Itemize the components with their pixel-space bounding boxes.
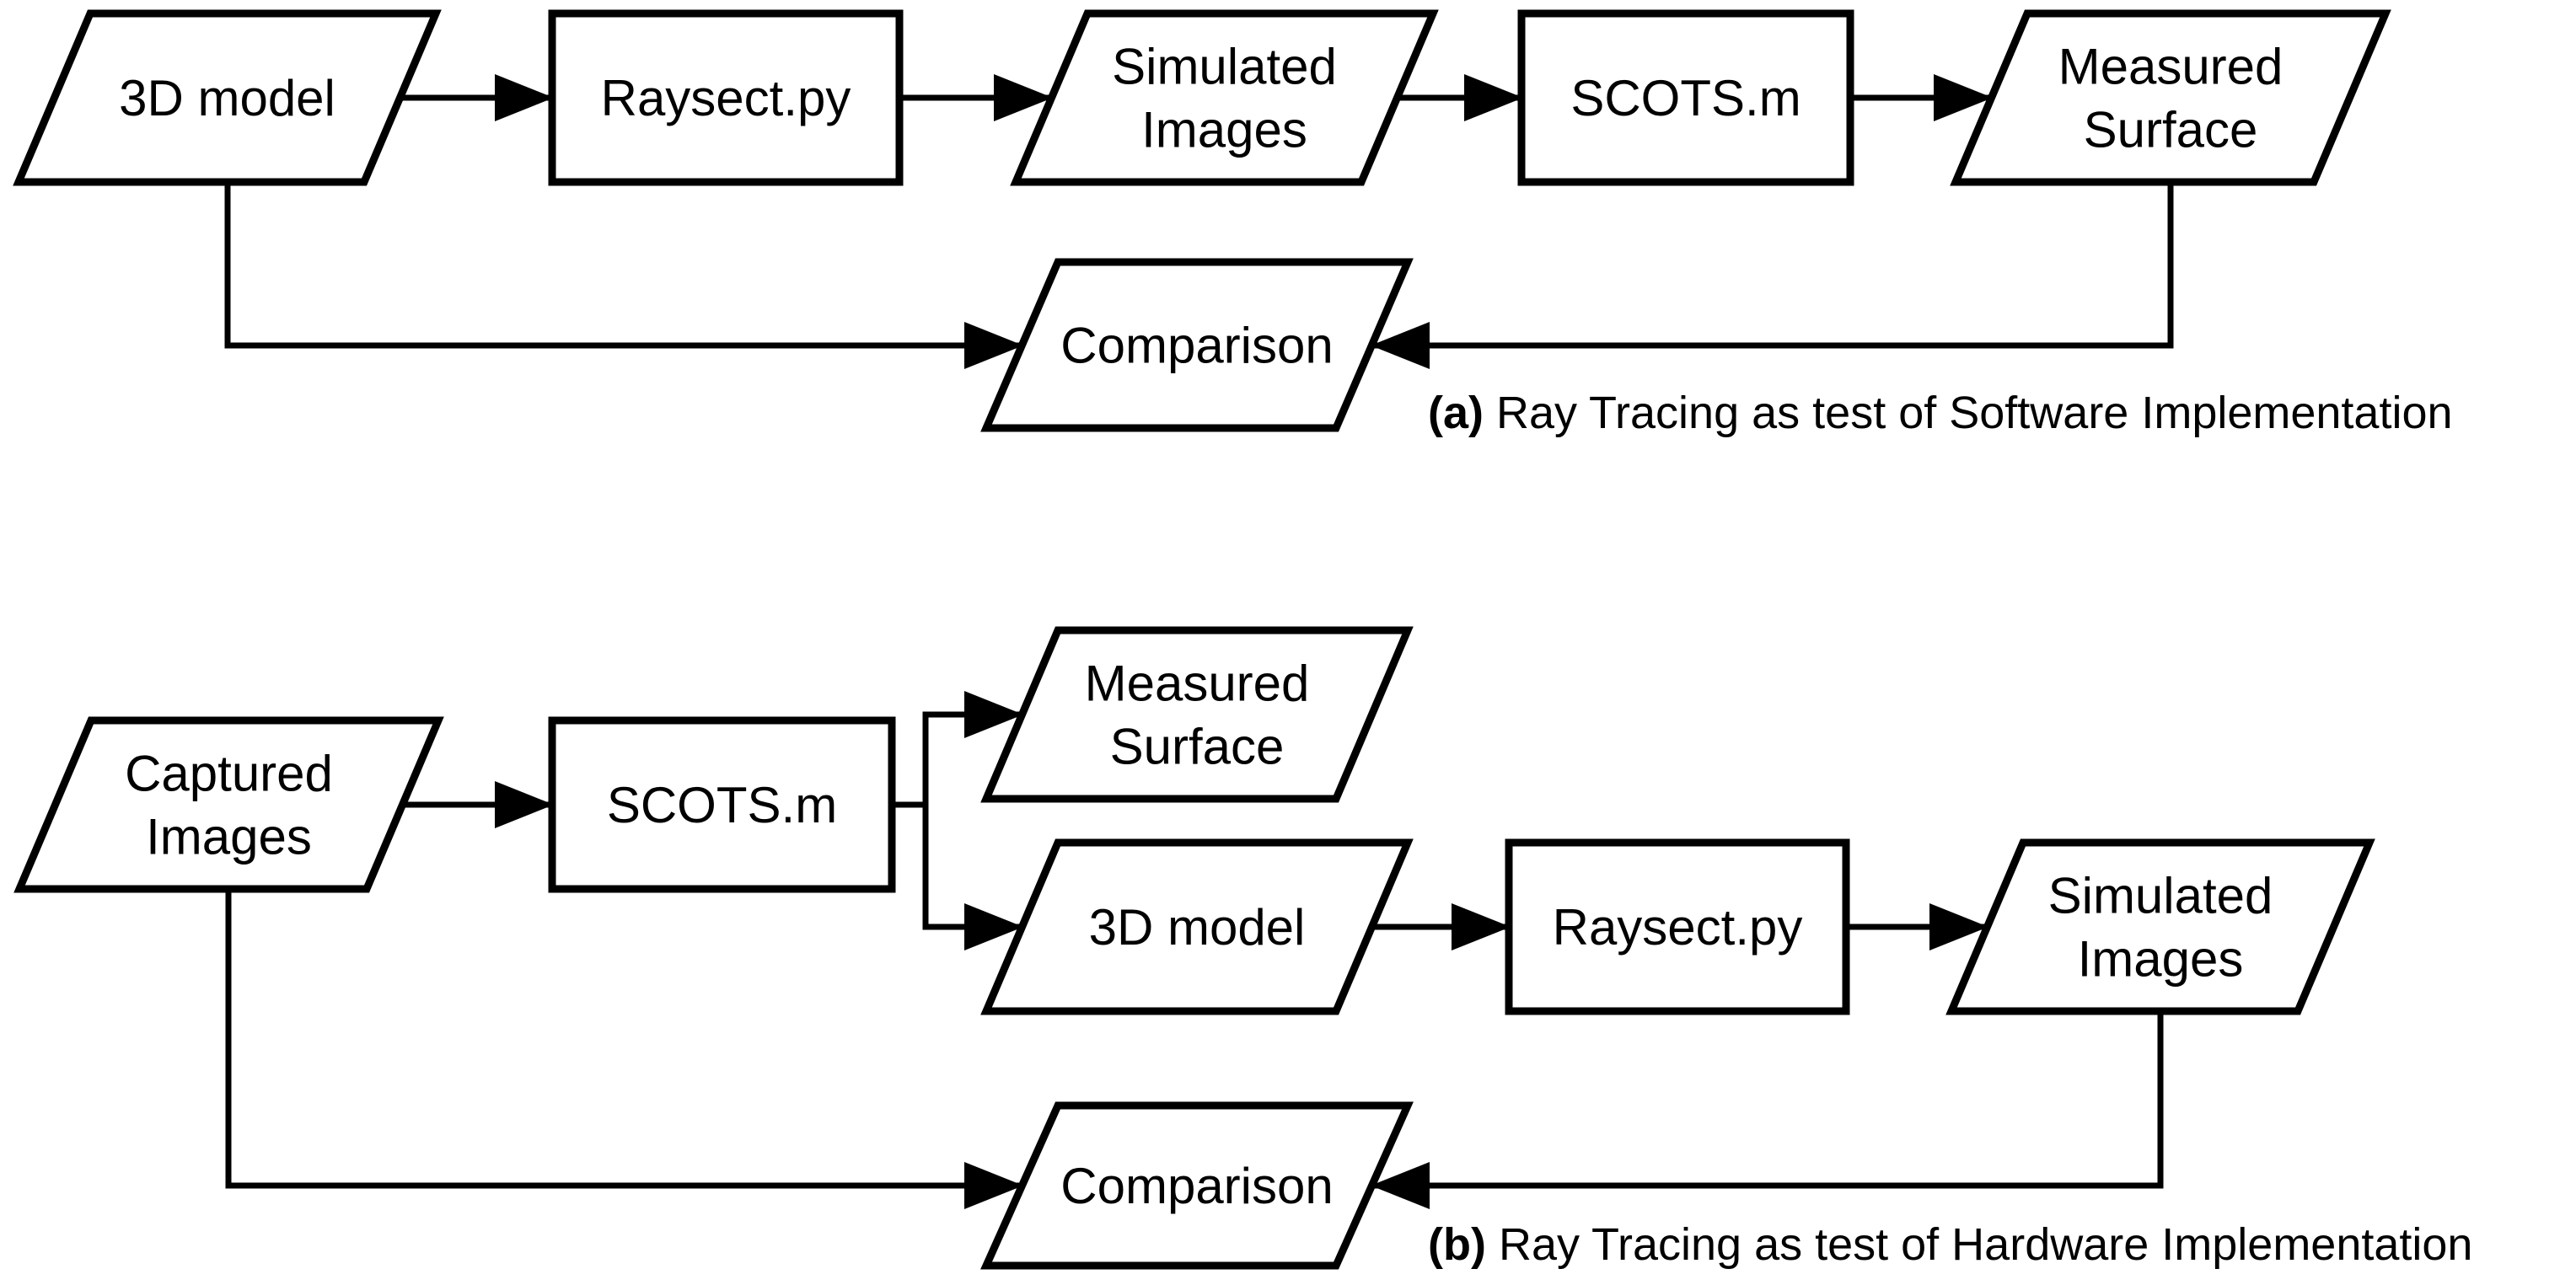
edge-b-scots-to-measured-surface (892, 691, 1023, 808)
edge-b-scots-to-3d-model (922, 805, 1023, 950)
node-label: SCOTS.m (1570, 70, 1801, 126)
data-parallelogram-shape (1945, 838, 2375, 1015)
node-a-scots: SCOTS.m (1517, 9, 1854, 186)
node-label: SCOTS.m (607, 777, 837, 833)
edge-b-captured-images-to-comparison (225, 889, 1023, 1209)
edge-b-simulated-images-to-comparison (1371, 1011, 2164, 1209)
node-a-raysect: Raysect.py (548, 9, 904, 186)
process-box-shape (548, 716, 896, 893)
data-parallelogram-shape (980, 626, 1414, 803)
caption-b: (b)Ray Tracing as test of Hardware Imple… (1428, 1219, 2472, 1270)
node-label: Comparison (1060, 318, 1333, 374)
data-parallelogram-shape (980, 1101, 1414, 1270)
data-parallelogram-shape (1950, 9, 2391, 186)
data-parallelogram-shape (1010, 9, 1439, 186)
data-parallelogram-shape (13, 716, 444, 893)
data-parallelogram-shape (13, 9, 442, 186)
node-label: Comparison (1060, 1158, 1333, 1214)
node-label: 3D model (119, 70, 335, 126)
caption-a: (a)Ray Tracing as test of Software Imple… (1428, 388, 2453, 438)
data-parallelogram-shape (980, 258, 1414, 432)
data-parallelogram-shape (980, 838, 1414, 1015)
process-box-shape (1505, 838, 1850, 1015)
node-label: 3D model (1089, 899, 1306, 956)
node-a-3d-model: 3D model (13, 9, 442, 186)
node-b-comparison: Comparison (980, 1101, 1414, 1270)
node-label: Raysect.py (601, 70, 851, 126)
node-b-scots: SCOTS.m (548, 716, 896, 893)
edge-a-measured-surface-to-comparison (1371, 182, 2174, 369)
node-label: Raysect.py (1553, 899, 1803, 956)
process-box-shape (548, 9, 904, 186)
process-box-shape (1517, 9, 1854, 186)
node-a-comparison: Comparison (980, 258, 1414, 432)
node-b-3d-model: 3D model (980, 838, 1414, 1015)
edge-a-3d-model-to-comparison (224, 182, 1023, 369)
node-b-raysect: Raysect.py (1505, 838, 1850, 1015)
